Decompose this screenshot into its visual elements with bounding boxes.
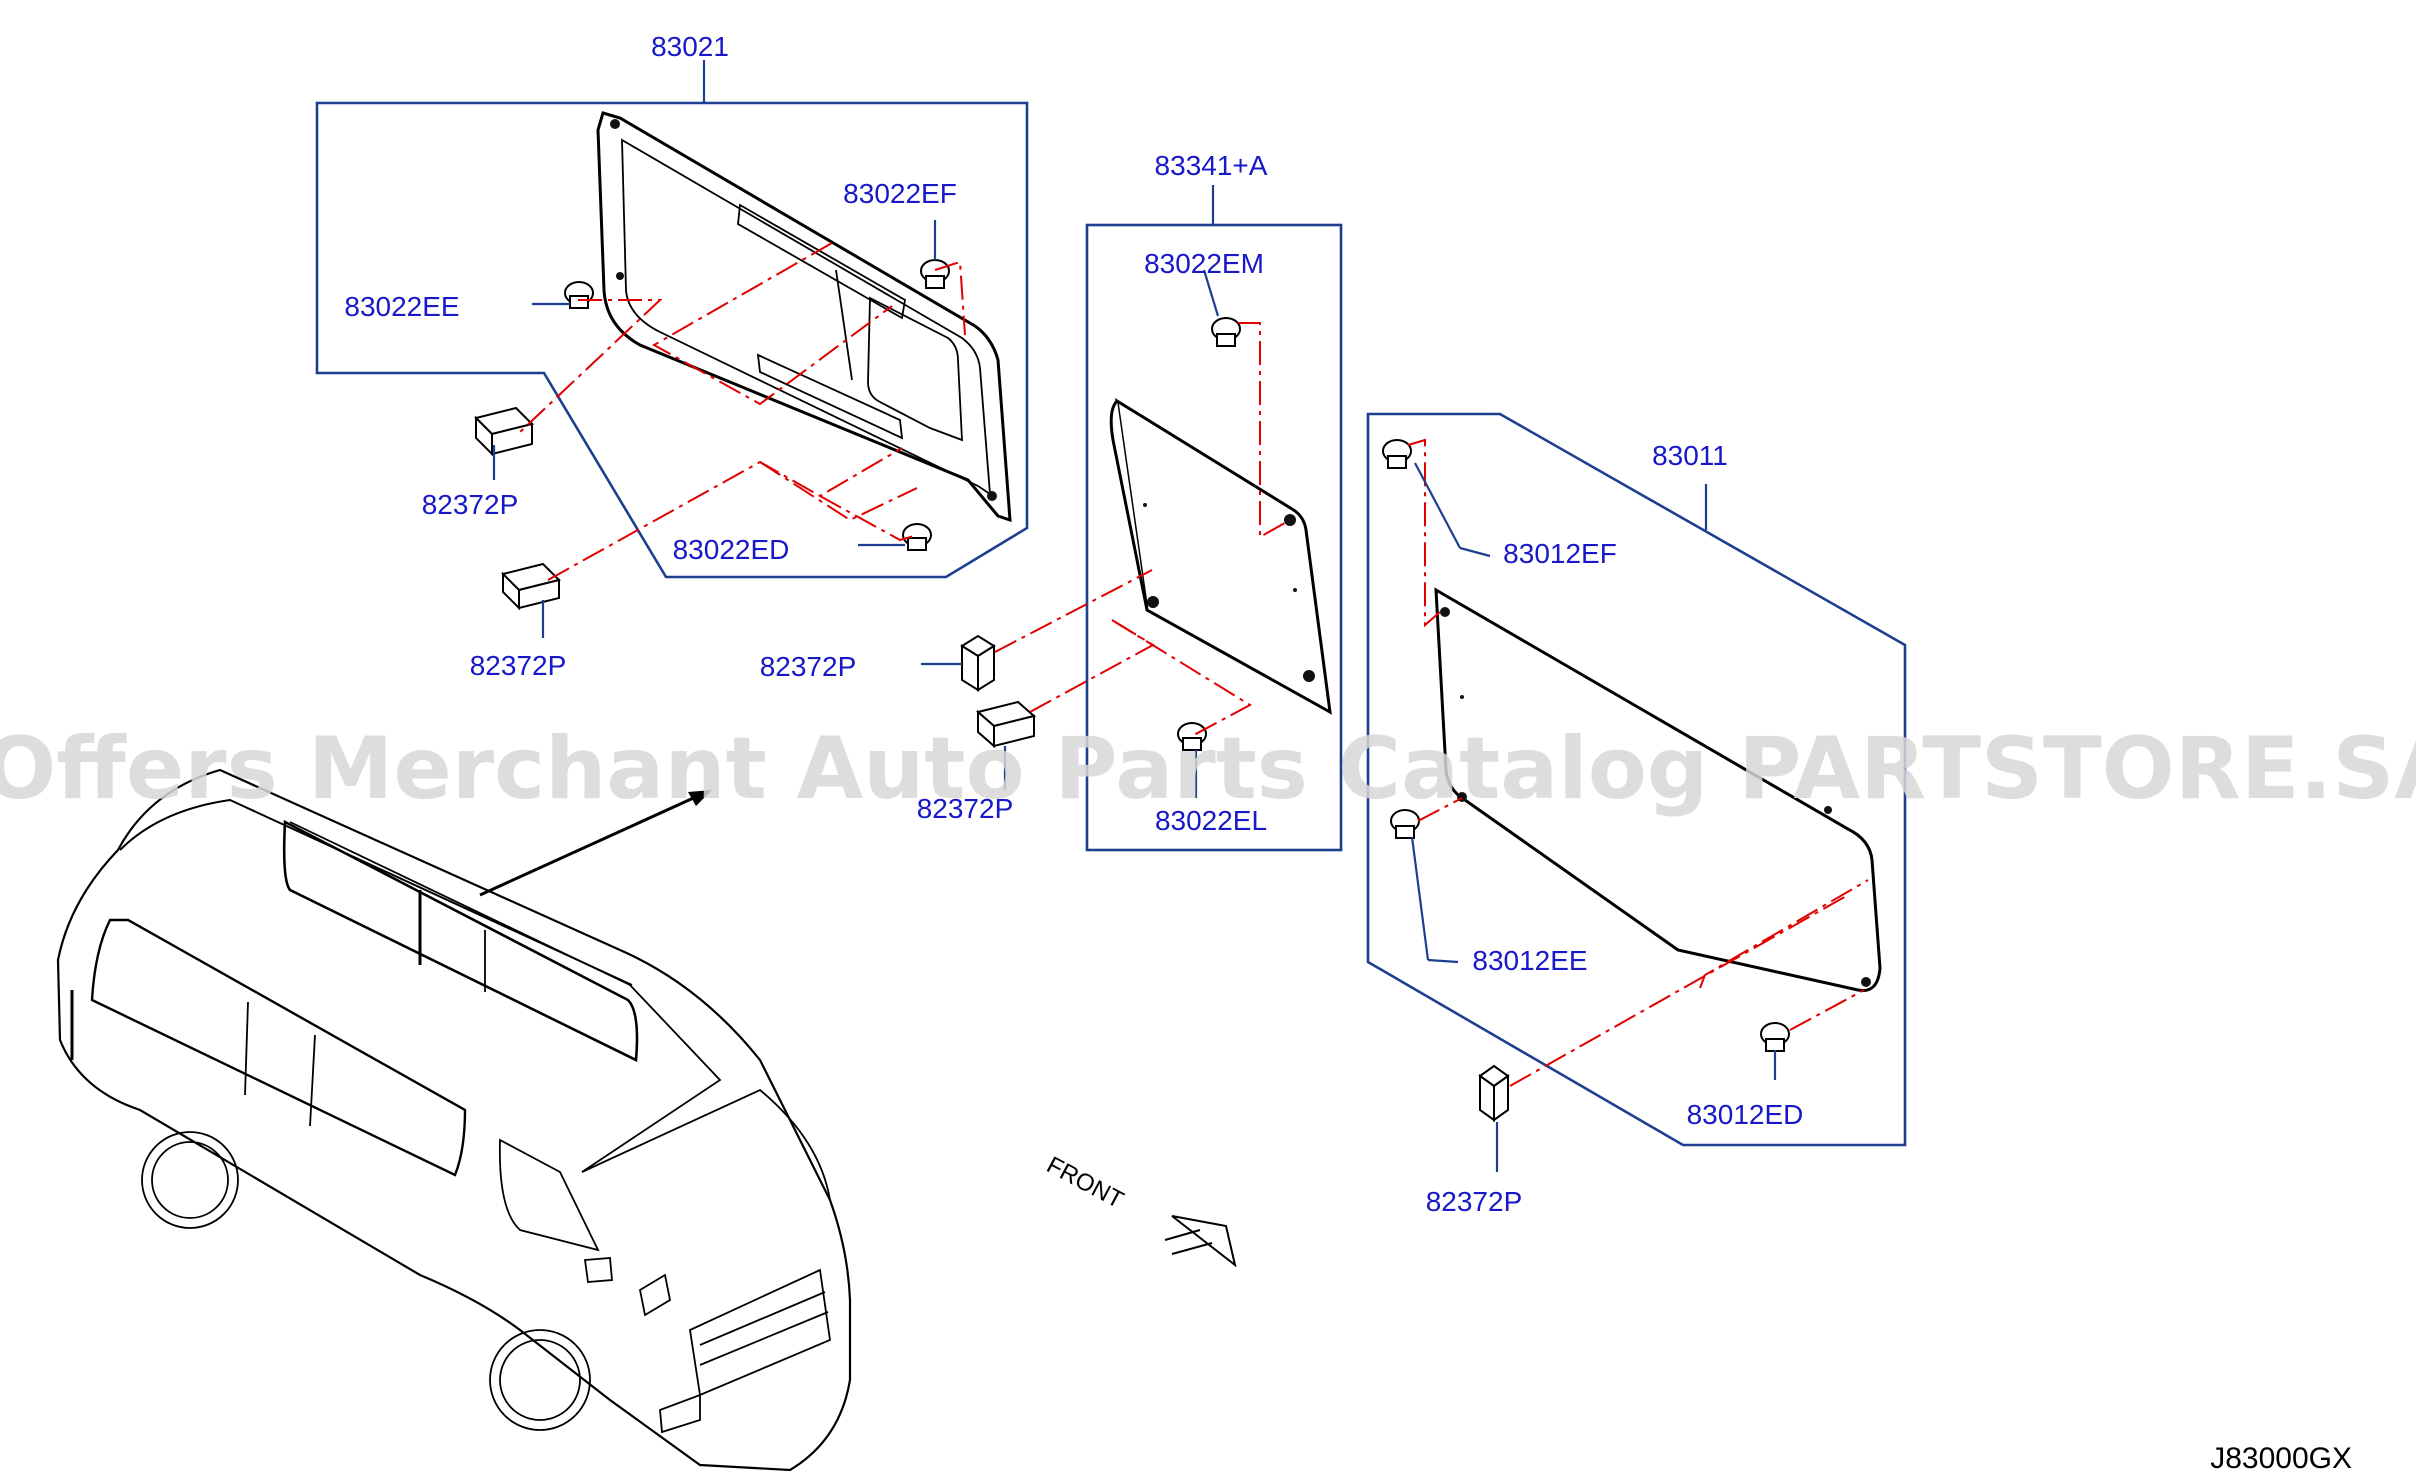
label-83022EF: 83022EF [843, 178, 957, 209]
label-83012ED: 83012ED [1687, 1099, 1804, 1130]
callout-box-83011 [1366, 412, 1907, 1147]
label-82372P-c: 82372P [760, 651, 857, 682]
group-83021: 83021 83022EF 83022EE 82372P 83022ED 823… [315, 31, 1029, 681]
label-83022EE: 83022EE [344, 291, 459, 322]
label-83012EE: 83012EE [1472, 945, 1587, 976]
clip-83012EF[interactable] [1382, 439, 1412, 469]
label-82372P-e: 82372P [1426, 1186, 1523, 1217]
label-83011: 83011 [1652, 440, 1728, 471]
label-83012EF: 83012EF [1503, 538, 1617, 569]
clip-83022ED[interactable] [902, 523, 932, 551]
clip-83022EF[interactable] [920, 259, 950, 289]
label-83022EM: 83022EM [1144, 248, 1264, 279]
clip-83022EL[interactable] [1177, 722, 1207, 751]
clip-83012ED[interactable] [1760, 1022, 1790, 1052]
diagram-code: J83000GX [2210, 1442, 2352, 1475]
front-label: FRONT [1042, 1151, 1128, 1214]
label-82372P-a: 82372P [422, 489, 519, 520]
label-83022ED: 83022ED [673, 534, 790, 565]
clip-83022EM[interactable] [1211, 317, 1241, 347]
group-83011: 83011 83012EF 83012EE 83012ED 82372P [1366, 412, 1907, 1217]
watermark: Offers Merchant Auto Parts Catalog PARTS… [0, 719, 2416, 819]
rear-window-glass-83011[interactable] [1434, 587, 1882, 993]
label-83022EL: 83022EL [1155, 805, 1267, 836]
group-83341A: 83341+A 83022EM 82372P 82372P 83022EL [760, 150, 1343, 852]
middle-window-glass[interactable] [1109, 398, 1332, 715]
block-82372P-b[interactable] [501, 562, 561, 611]
block-82372P-d[interactable] [975, 700, 1037, 749]
side-trim-panel-83021[interactable] [596, 111, 1012, 523]
pointer-arrow [479, 790, 712, 897]
block-82372P-e[interactable] [1478, 1064, 1510, 1122]
callout-box-83021 [315, 101, 1029, 579]
label-83341A: 83341+A [1155, 150, 1268, 181]
block-82372P-a[interactable] [474, 406, 534, 457]
label-83021: 83021 [651, 31, 729, 62]
van-illustration [56, 768, 852, 1472]
block-82372P-c[interactable] [960, 634, 996, 692]
label-82372P-b: 82372P [470, 650, 567, 681]
label-82372P-d: 82372P [917, 793, 1014, 824]
front-indicator: FRONT [1042, 1151, 1237, 1268]
front-arrow-icon [1164, 1215, 1237, 1268]
